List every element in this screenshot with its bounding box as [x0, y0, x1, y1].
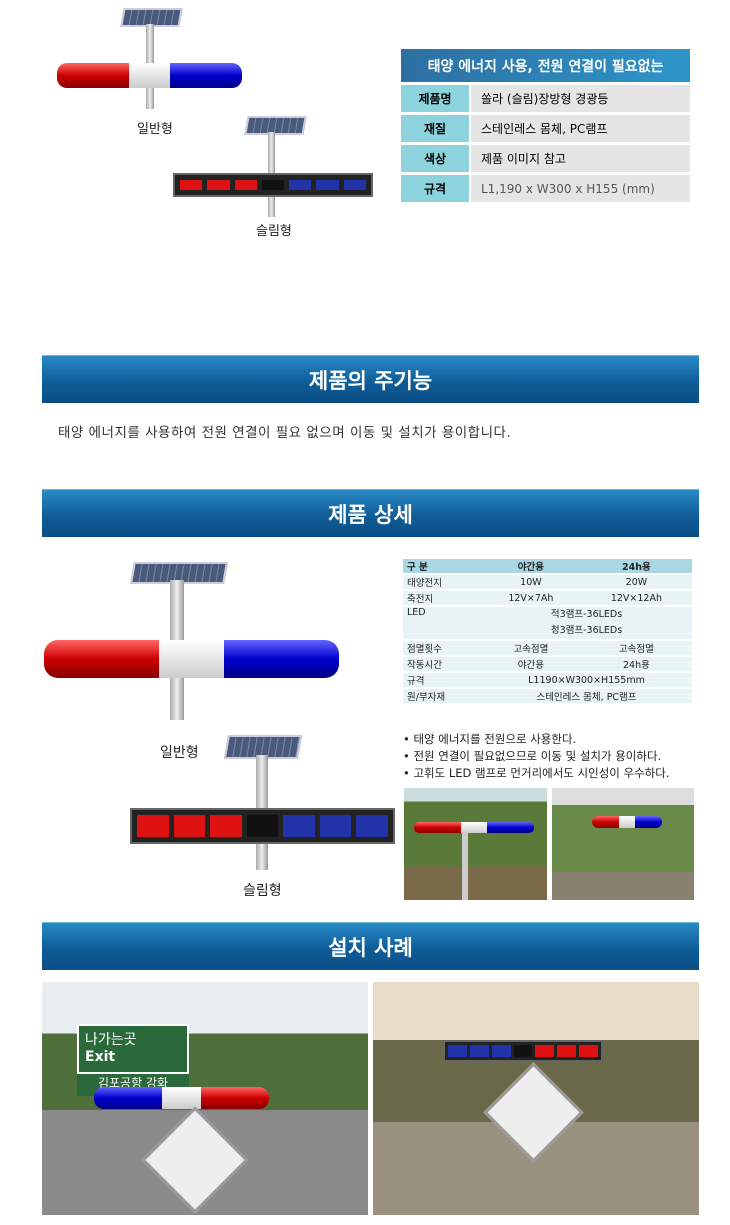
solar-panel-image	[244, 116, 307, 135]
cell: 24h용	[580, 656, 692, 673]
slim-type-caption: 슬림형	[243, 883, 282, 899]
cell: 12V×7Ah	[481, 590, 581, 607]
cell: 12V×12Ah	[580, 590, 692, 607]
installation-photo-2	[552, 788, 694, 900]
feature-item: • 고휘도 LED 램프로 먼거리에서도 시인성이 우수하다.	[403, 766, 670, 780]
spec-value: 쏠라 (슬림)장방형 경광등	[471, 85, 690, 112]
cell: 청3램프-36LEDs	[550, 625, 623, 636]
spec-key: 제품명	[401, 85, 469, 112]
spec-value: L1,190 x W300 x H155 (mm)	[471, 175, 690, 202]
standard-type-caption: 일반형	[160, 745, 199, 761]
spec-key: 색상	[401, 145, 469, 172]
exit-sign-en: Exit	[85, 1049, 116, 1065]
exit-sign-text: 나가는곳	[85, 1032, 137, 1048]
cell: 고속점멸	[481, 640, 581, 657]
spec-title: 태양 에너지 사용, 전원 연결이 필요없는	[401, 49, 690, 82]
spec-key: 규격	[401, 175, 469, 202]
arrow-board-image	[141, 1106, 249, 1214]
cell: 야간용	[481, 559, 581, 575]
cell: 24h용	[580, 559, 692, 575]
standard-lightbar-image	[44, 640, 339, 678]
slim-lightbar-image	[173, 173, 373, 197]
slim-lightbar-image	[130, 808, 395, 844]
feature-item: • 전원 연결이 필요없으므로 이동 및 설치가 용이하다.	[403, 749, 662, 763]
product-detail-header: 제품 상세	[42, 489, 699, 537]
arrow-board-image	[483, 1062, 584, 1163]
installation-case-photo-2	[373, 982, 699, 1215]
spec-value: 스테인레스 몸체, PC램프	[471, 115, 690, 142]
main-function-text: 태양 에너지를 사용하여 전원 연결이 필요 없으며 이동 및 설치가 용이합니…	[58, 425, 512, 441]
feature-list: • 태양 에너지를 전원으로 사용한다. • 전원 연결이 필요없으므로 이동 …	[403, 731, 670, 782]
cell: 규격	[403, 672, 481, 689]
standard-type-caption: 일반형	[137, 122, 173, 137]
spec-value: 제품 이미지 참고	[471, 145, 690, 172]
cell: 작동시간	[403, 656, 481, 673]
cell: 고속점멸	[580, 640, 692, 657]
spec-key: 재질	[401, 115, 469, 142]
installation-photo-1	[404, 788, 547, 900]
slim-type-caption: 슬림형	[256, 224, 292, 239]
cell: 축전지	[403, 590, 481, 607]
installation-cases-header: 설치 사례	[42, 922, 699, 970]
cell: 적3램프-36LEDs	[550, 609, 623, 620]
feature-item: • 태양 에너지를 전원으로 사용한다.	[403, 732, 577, 746]
cell: 10W	[481, 574, 581, 591]
cell: 스테인레스 몸체, PC램프	[481, 688, 692, 705]
installation-case-photo-1: 나가는곳 Exit 김포공항 강화	[42, 982, 368, 1215]
cell: LED	[403, 606, 481, 641]
cell: 점멸횟수	[403, 640, 481, 657]
cell: 태양전지	[403, 574, 481, 591]
cell: L1190×W300×H155mm	[481, 672, 692, 689]
main-function-header: 제품의 주기능	[42, 355, 699, 403]
cell: 구 분	[403, 559, 481, 575]
standard-lightbar-image	[57, 63, 242, 88]
cell: 20W	[580, 574, 692, 591]
cell: 야간용	[481, 656, 581, 673]
cell: 원/부자재	[403, 688, 481, 705]
